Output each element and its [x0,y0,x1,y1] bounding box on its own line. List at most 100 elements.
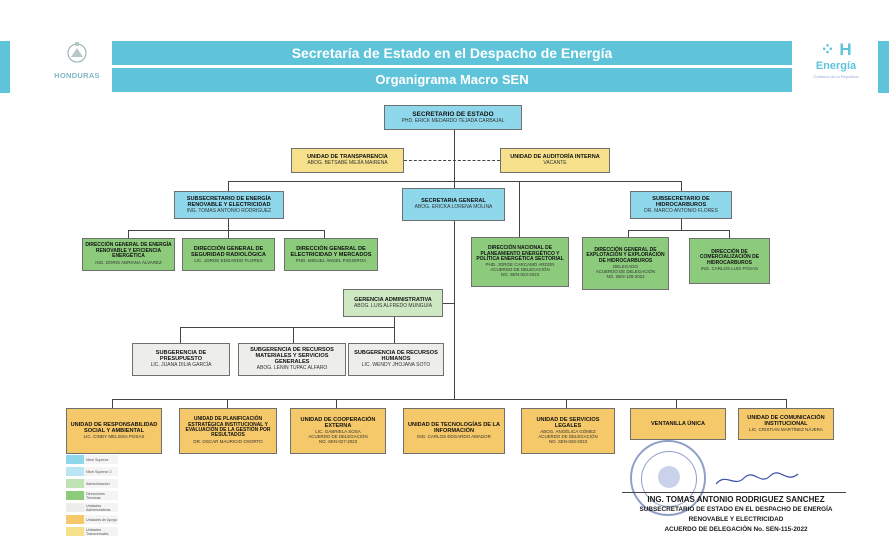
connector-line [681,181,682,191]
node-title: UNIDAD DE COMUNICACIÓN INSTITUCIONAL [747,415,825,428]
node-gerencia-administrativa[interactable]: GERENCIA ADMINISTRATIVA ABOG. LUIS ALFRE… [343,289,443,317]
node-unidad-transparencia[interactable]: UNIDAD DE TRANSPARENCIA ABOG. BETSABÉ ME… [291,148,404,173]
node-unidad-auditoria[interactable]: UNIDAD DE AUDITORÍA INTERNA VACANTE [500,148,610,173]
node-ventanilla-unica[interactable]: VENTANILLA ÚNICA [630,408,726,440]
handwritten-signature [715,472,799,485]
connector-line [336,399,337,408]
node-unidad-tecnologias[interactable]: UNIDAD DE TECNOLOGÍAS DE LA INFORMACIÓN … [403,408,505,454]
node-name: DR. MARCO ANTONIO FLORES [644,207,718,214]
legend-item: Administración [66,479,118,488]
node-note: No. SEN-027-2023 [318,438,358,444]
node-dn-planeamiento[interactable]: DIRECCIÓN NACIONAL DE PLANEAMIENTO ENERG… [471,237,569,287]
node-title: SECRETARIO DE ESTADO [412,110,494,118]
node-secretario-estado[interactable]: SECRETARIO DE ESTADO PhD. ERICK MEDARDO … [384,105,522,130]
node-name: ABOG. LENIN TUPAC ALFARO [256,365,328,372]
connector-line [786,399,787,408]
honduras-logo: HONDURAS [50,40,104,92]
connector-line [228,219,229,230]
connector-line [394,327,395,343]
node-title: DIRECCIÓN NACIONAL DE PLANEAMIENTO ENERG… [476,245,564,263]
energia-logo: ⁘ H Energía Gobierno de la República [798,40,874,92]
node-name: ABOG. LUIS ALFREDO MUNGUÍA [353,302,433,309]
node-subsecretario-renovable[interactable]: SUBSECRETARIO DE ENERGÍA RENOVABLE Y ELE… [174,191,284,219]
node-note: ACUERDO DE DELEGACIÓN [490,267,550,273]
connector-line [180,327,181,343]
node-subgerencia-presupuesto[interactable]: SUBGERENCIA DE PRESUPUESTO LIC. JUANA DI… [132,343,230,376]
node-unidad-servicios-legales[interactable]: UNIDAD DE SERVICIOS LEGALES ABOG. ANGÉLI… [521,408,615,454]
node-name: LIC. GABRIELA SOSA [315,429,361,435]
legend-label: Nivel Superior [86,457,109,462]
connector-line [676,399,677,408]
energia-logo-text: Energía [815,60,857,72]
node-dir-comercializacion[interactable]: DIRECCIÓN DE COMERCIALIZACIÓN DE HIDROCA… [689,238,770,284]
dots-icon: ⁘ [820,40,835,59]
node-title: DIRECCIÓN GENERAL DE SEGURIDAD RADIOLÓGI… [191,245,266,258]
legend-label: Nivel Superior 2 [86,469,112,474]
signature-underline [622,492,846,493]
node-title: UNIDAD DE TRANSPARENCIA [307,154,388,161]
node-note: ACUERDO DE DELEGACIÓN [308,434,368,440]
node-name: LIC. CRISTIAN MARTÍNEZ NÁJERA [749,427,823,433]
page-title: Secretaría de Estado en el Despacho de E… [291,45,613,61]
node-title: UNIDAD DE TECNOLOGÍAS DE LA INFORMACIÓN [408,422,500,435]
node-dg-electricidad-mercados[interactable]: DIRECCIÓN GENERAL DE ELECTRICIDAD Y MERC… [284,238,378,271]
node-name: ING. DORIS ADRIANA ÁLVAREZ [95,259,162,265]
coat-of-arms-icon [67,42,87,63]
connector-line [454,130,455,400]
node-title: SUBSECRETARIO DE ENERGÍA RENOVABLE Y ELE… [186,195,272,208]
header-left-strip [0,41,10,93]
signer-name: ING. TOMAS ANTONIO RODRIGUEZ SANCHEZ [647,495,825,504]
connector-line [681,219,682,230]
node-note: ACUERDO DE DELEGACIÓN [595,268,656,274]
node-subgerencia-recursos-materiales[interactable]: SUBGERENCIA DE RECURSOS MATERIALES Y SER… [238,343,346,376]
legend-label: Unidades Administrativas [86,503,111,512]
legend-item: Unidades de Apoyo [66,515,118,524]
node-unidad-cooperacion[interactable]: UNIDAD DE COOPERACIÓN EXTERNA LIC. GABRI… [290,408,386,454]
node-title: SUBGERENCIA DE RECURSOS MATERIALES Y SER… [250,347,334,366]
connector-line [324,230,325,238]
connector-line [628,230,730,231]
connector-line [227,399,228,408]
node-name: ABOG. ERICKA LORENA MOLINA [414,204,493,211]
connector-line [519,181,520,237]
node-name: PhD. MIGUEL ÁNGEL FIGUEROA [295,257,367,263]
signer-title: SUBSECRETARIO DE ESTADO EN EL DESPACHO D… [639,506,833,513]
node-note: No. SEN-028-2023 [548,438,588,444]
node-title: SUBGERENCIA DE RECURSOS HUMANOS [354,350,438,363]
connector-line [566,399,567,408]
official-seal [630,440,706,516]
connector-line [293,327,294,343]
header-subtitle-band: Organigrama Macro SEN [112,68,792,92]
signer-agreement: ACUERDO DE DELEGACIÓN No. SEN-115-2022 [664,526,808,533]
node-note: ACUERDO DE DELEGACIÓN [538,434,598,440]
node-subsecretario-hidrocarburos[interactable]: SUBSECRETARIO DE HIDROCARBUROS DR. MARCO… [630,191,732,219]
node-name: ABOG. ANGÉLICA GÓMEZ [540,429,596,435]
node-unidad-responsabilidad-social[interactable]: UNIDAD DE RESPONSABILIDAD SOCIAL Y AMBIE… [66,408,162,454]
node-name: DR. OSCAR MAURICIO OSORTO [193,438,263,444]
signer-area: RENOVABLE Y ELECTRICIDAD [688,516,784,523]
node-name: ABOG. BETSABÉ MEJÍA MAIRENA [307,160,388,167]
node-secretaria-general[interactable]: SECRETARIA GENERAL ABOG. ERICKA LORENA M… [402,188,505,221]
node-subgerencia-recursos-humanos[interactable]: SUBGERENCIA DE RECURSOS HUMANOS LIC. WEN… [348,343,444,376]
node-name: ING. CARLOS LUIS POSAS [700,266,759,272]
legend-item: Unidades Administrativas [66,503,118,512]
connector-line [628,230,629,238]
legend-item: Direcciones Técnicas [66,491,118,500]
connector-line [228,230,229,238]
node-title: UNIDAD DE COOPERACIÓN EXTERNA [300,417,376,430]
connector-line [404,160,500,161]
connector-line [228,181,682,182]
node-note: No. SEN-128-2022 [606,273,645,279]
node-dg-energia-renovable[interactable]: DIRECCIÓN GENERAL DE ENERGÍA RENOVABLE Y… [82,238,175,271]
node-title: SECRETARIA GENERAL [421,198,486,205]
node-unidad-comunicacion[interactable]: UNIDAD DE COMUNICACIÓN INSTITUCIONAL LIC… [738,408,834,440]
node-dg-seguridad-radiologica[interactable]: DIRECCIÓN GENERAL DE SEGURIDAD RADIOLÓGI… [182,238,275,271]
node-title: DIRECCIÓN GENERAL DE ENERGÍA RENOVABLE Y… [85,242,172,260]
node-name: PhD. ERICK MEDARDO TEJADA CARBAJAL [401,117,505,124]
node-name: ING. TOMAS ANTONIO RODRIGUEZ [186,207,272,214]
legend-label: Unidades Transversales [86,527,109,536]
node-unidad-planificacion[interactable]: UNIDAD DE PLANIFICACIÓN ESTRATÉGICA INST… [179,408,277,454]
node-dg-exploracion[interactable]: DIRECCIÓN GENERAL DE EXPLOTACIÓN Y EXPLO… [582,237,669,290]
legend-item: Nivel Superior 2 [66,467,118,476]
node-title: VENTANILLA ÚNICA [650,420,706,427]
